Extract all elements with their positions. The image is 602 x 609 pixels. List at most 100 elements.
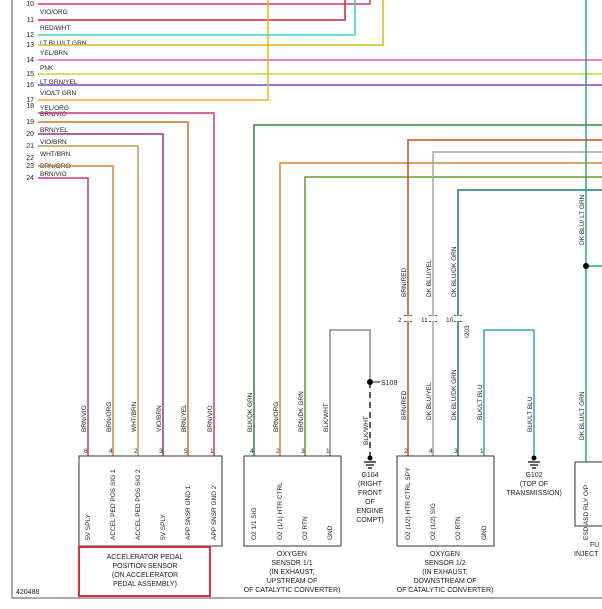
pin-label: APP SNSR GND 2 <box>211 485 218 540</box>
highlight-box <box>78 546 211 597</box>
wire-label: BRN/DK GRN <box>298 391 305 432</box>
pin-number: 1 <box>326 448 330 455</box>
pin-label: O2 (1/2) HTR CTRL SPY <box>405 467 412 540</box>
wire-red-wht <box>38 0 346 21</box>
pin-number: 2 <box>276 448 280 455</box>
inline-pin-1: 11 <box>421 317 428 324</box>
wire-label: VIO/BRN <box>156 405 163 432</box>
wire-label: BLK/WHT <box>363 416 370 445</box>
wire-label: BRN/ORG <box>273 402 280 432</box>
inline-connector: 2 11 10 I203 <box>398 314 471 338</box>
pin-label: O2 RTN <box>455 516 462 540</box>
component-desc-line: OXYGEN <box>430 551 460 558</box>
component-desc-line: SENSOR 1/1 <box>271 560 312 567</box>
harness-row-label: VIO/ORG <box>40 9 68 16</box>
inline-cut-dkblu-yel <box>428 314 438 323</box>
pin-label: 5V SPLY <box>160 513 167 540</box>
pin-label: O2 1/1 SIG <box>251 507 258 540</box>
harness-row-number: 21 <box>26 143 34 150</box>
wire-o2a-blk-wht <box>329 329 371 456</box>
pin-number: 4 <box>250 448 254 455</box>
pin-number: 5 <box>184 448 188 455</box>
ground-g102: G102 (TOP OF TRANSMISSION) <box>506 455 562 497</box>
wire-label: DK BLU/YEL <box>426 382 433 420</box>
harness-row-number: 11 <box>27 17 34 24</box>
pin-label: O2 (1/2) SIG <box>430 503 437 540</box>
wire-yel-brn <box>38 0 384 46</box>
wire-o2a-blk-dkgrn <box>253 124 602 456</box>
pin-label: 5V SPLY <box>85 513 92 540</box>
ground-g104: G104 (RIGHT FRONT OF ENGINE COMPT) <box>356 455 384 524</box>
wire-label: BRN/ORG <box>106 402 113 432</box>
pin-number: 3 <box>301 448 305 455</box>
wire-o2b-blk-ltblu <box>483 329 535 458</box>
wire-label: DK BLU/DK GRN <box>451 369 458 420</box>
harness-row-label: VIO/BRN <box>40 139 67 146</box>
harness-row-label: BRN/VIO <box>40 171 67 178</box>
wire-label: BLK/WHT <box>323 403 330 432</box>
junction-dot <box>583 263 589 269</box>
component-desc-line: FU <box>590 542 599 549</box>
harness-row-label: BRN/YEL <box>40 127 68 134</box>
inline-pin-0: 2 <box>398 317 402 324</box>
harness-row-label: YEL/BRN <box>40 50 68 57</box>
pin-label: APP SNSR GND 1 <box>185 485 192 540</box>
ground-g104-name: G104 <box>361 472 378 479</box>
harness-row-number: 20 <box>26 131 34 138</box>
harness-row-label: BRN/VIO <box>40 111 67 118</box>
harness-row-number: 23 <box>26 163 34 170</box>
pin-label: O2 (1/1) HTR CTRL <box>277 482 284 540</box>
harness-row-number: 19 <box>26 119 34 126</box>
harness-row-label: YEL/ORG <box>40 105 69 112</box>
wire-yel-org <box>38 0 269 101</box>
splice-s108-dot <box>367 379 373 385</box>
wire-label: DK BLU/ LT GRN <box>579 194 586 245</box>
wire-vio-org <box>38 0 371 5</box>
component-desc-line: ACCELERATOR PEDAL <box>107 554 184 561</box>
component-desc-line: (IN EXHAUST, <box>269 569 315 576</box>
wire-label: DK BLU/DK GRN <box>451 246 458 297</box>
component-desc-line: UPSTREAM OF <box>267 578 318 585</box>
wire-o2a-brn-dkgrn <box>304 176 602 456</box>
ground-g104-line3: OF <box>365 499 375 506</box>
harness-row-label: LT GRN/YEL <box>40 79 78 86</box>
pin-number: 4 <box>429 448 433 455</box>
component-desc-line: OXYGEN <box>277 551 307 558</box>
pin-number: 3 <box>159 448 163 455</box>
pin-label: ACCEL PED POS SIG 2 <box>135 469 142 540</box>
wire-app-brn-vio-1 <box>38 177 89 456</box>
wire-label: BLK/LT BLU <box>527 396 534 432</box>
inline-pin-2: 10 <box>446 317 454 324</box>
pin-number: 4 <box>109 448 113 455</box>
component-oxygen-sensor-1-1: OXYGEN SENSOR 1/1 (IN EXHAUST, UPSTREAM … <box>243 455 342 594</box>
harness-row-number: 14 <box>26 57 34 64</box>
inline-connector-ref: I203 <box>464 325 471 338</box>
wire-label: BRN/RED <box>401 267 408 297</box>
component-desc-line: (IN EXHAUST, <box>422 569 468 576</box>
harness-row-label: WHT/BRN <box>40 151 71 158</box>
ground-g102-name: G102 <box>525 472 542 479</box>
harness-row-label: RED/WHT <box>40 25 70 32</box>
harness-row-number: 17 <box>26 97 34 104</box>
ground-g104-line2: FRONT <box>358 490 383 497</box>
component-desc-line: PEDAL ASSEMBLY) <box>113 581 177 588</box>
component-desc-line: POSITION SENSOR <box>113 563 178 570</box>
wire-label: BRN/VIO <box>81 405 88 432</box>
component-desc-line: DOWNSTREAM OF <box>414 578 477 585</box>
wire-app-wht-brn <box>38 145 139 456</box>
component-desc-line: (ON ACCELERATOR <box>112 572 178 579</box>
component-oxygen-sensor-1-2: OXYGEN SENSOR 1/2 (IN EXHAUST, DOWNSTREA… <box>396 455 495 594</box>
pin-label: ESD ASD RLY O/P <box>583 485 590 540</box>
pin-number: 2 <box>404 448 408 455</box>
wire-label: BRN/VIO <box>207 405 214 432</box>
pin-label: O2 RTN <box>302 516 309 540</box>
harness-row-number: 10 <box>26 1 34 8</box>
wire-labels: BRN/VIO BRN/ORG WHT/BRN VIO/BRN BRN/YEL … <box>81 194 586 445</box>
wire-label: BLK/LT BLU <box>477 384 484 420</box>
ground-g104-line1: (RIGHT <box>358 481 383 488</box>
component-desc-line: OF CATALYTIC CONVERTER) <box>397 587 494 594</box>
harness-row-label: VIO/LT GRN <box>40 90 77 97</box>
